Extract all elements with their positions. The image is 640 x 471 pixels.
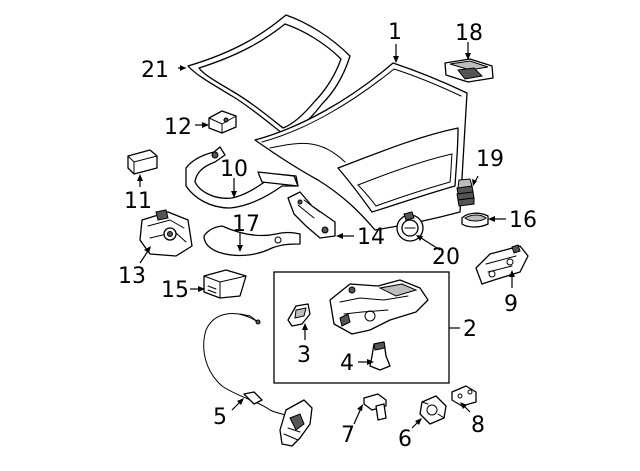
part-21-weatherstrip xyxy=(187,14,351,137)
part-7-bolt xyxy=(363,393,387,421)
callout-21: 21 xyxy=(141,58,169,83)
callout-2: 2 xyxy=(463,317,477,342)
part-5-release-cable xyxy=(203,313,313,447)
part-18-clip xyxy=(444,58,494,83)
callout-9: 9 xyxy=(504,292,518,317)
callout-8: 8 xyxy=(471,413,485,438)
callout-19: 19 xyxy=(476,147,504,172)
part-17-hinge xyxy=(203,225,301,257)
callout-20: 20 xyxy=(432,245,460,270)
part-14-bracket xyxy=(287,191,336,239)
callout-6: 6 xyxy=(398,427,412,452)
part-8-clip xyxy=(451,385,477,407)
part-15-module xyxy=(203,269,247,299)
callout-18: 18 xyxy=(455,21,483,46)
callout-13: 13 xyxy=(118,264,146,289)
part-10-hinge xyxy=(185,146,299,209)
callout-3: 3 xyxy=(297,343,311,368)
leader-lines xyxy=(137,42,515,429)
part-4-socket xyxy=(369,341,391,371)
part-16-cap xyxy=(461,212,489,228)
part-2-latch-actuator xyxy=(329,279,429,335)
callout-12: 12 xyxy=(164,115,192,140)
part-13-latch xyxy=(139,209,193,257)
part-19-spring xyxy=(456,178,475,207)
part-3-switch xyxy=(287,303,311,327)
callout-5: 5 xyxy=(213,405,227,430)
callout-16: 16 xyxy=(509,208,537,233)
part-11-bumper xyxy=(127,149,158,175)
callout-10: 10 xyxy=(220,157,248,182)
callout-1: 1 xyxy=(388,20,402,45)
part-20-lock-cylinder xyxy=(396,211,424,242)
part-9-striker xyxy=(475,244,529,285)
callout-labels: 1 2 3 4 5 6 7 8 9 10 11 12 13 14 15 16 1… xyxy=(118,20,537,452)
callout-14: 14 xyxy=(357,225,385,250)
callout-11: 11 xyxy=(124,189,152,214)
part-12-bracket xyxy=(208,110,237,134)
callout-17: 17 xyxy=(232,212,260,237)
callout-4: 4 xyxy=(340,351,354,376)
part-6-cover xyxy=(419,395,447,425)
callout-15: 15 xyxy=(161,278,189,303)
callout-7: 7 xyxy=(341,423,355,448)
